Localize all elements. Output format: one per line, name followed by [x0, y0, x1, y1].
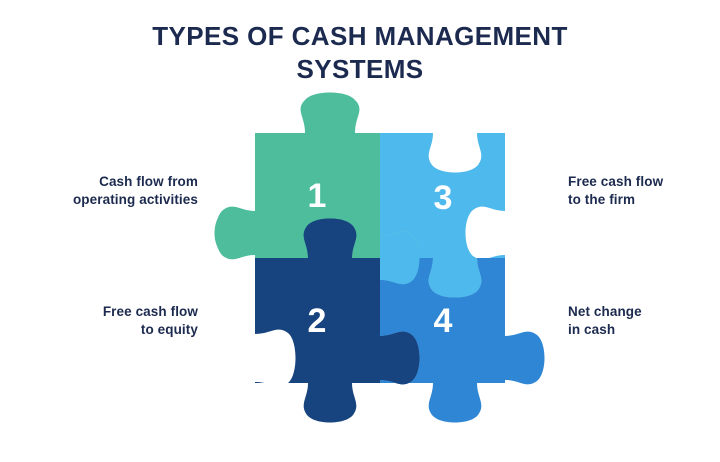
label-net-change-in-cash: Net change in cash [568, 303, 718, 339]
label-fcfe-line-2: to equity [140, 322, 198, 338]
puzzle-piece-2-number: 2 [308, 302, 327, 340]
page-title-line-2: SYSTEMS [296, 53, 424, 84]
puzzle-piece-1-body[interactable] [215, 93, 420, 285]
puzzle-svg: 1 3 2 4 [214, 92, 545, 423]
label-fcfe-line-1: Free cash flow [102, 304, 198, 319]
label-cfo-line-1: Cash flow from [99, 174, 198, 189]
puzzle-piece-3-bottom-tab [428, 258, 482, 298]
puzzle-piece-2[interactable] [255, 218, 420, 423]
label-fcff-line-2: to the firm [568, 192, 636, 208]
label-fcff-line-1: Free cash flow [568, 174, 664, 189]
label-ncc-line-1: Net change [568, 304, 642, 319]
puzzle-piece-4-number: 4 [434, 302, 453, 340]
puzzle-piece-3-left-tab [380, 231, 420, 285]
label-free-cash-flow-to-the-firm: Free cash flow to the firm [568, 173, 718, 209]
puzzle-piece-3[interactable] [380, 133, 505, 298]
label-cash-flow-from-operating-activities: Cash flow from operating activities [20, 173, 198, 209]
label-cfo-line-2: operating activities [72, 192, 198, 208]
puzzle-piece-1-number: 1 [308, 177, 327, 215]
puzzle-piece-4[interactable] [380, 258, 545, 423]
puzzle-piece-2-left-notch [255, 329, 296, 387]
page-title-line-1: TYPES OF CASH MANAGEMENT [152, 21, 568, 51]
puzzle-diagram: 1 3 2 4 [205, 88, 550, 433]
puzzle-piece-2-top-tab [303, 218, 357, 258]
label-free-cash-flow-to-equity: Free cash flow to equity [20, 303, 198, 339]
puzzle-piece-2-right-tab [380, 331, 420, 385]
label-ncc-line-2: in cash [568, 322, 616, 338]
page-title: TYPES OF CASH MANAGEMENT SYSTEMS [110, 20, 610, 86]
puzzle-piece-3-number: 3 [434, 179, 453, 217]
